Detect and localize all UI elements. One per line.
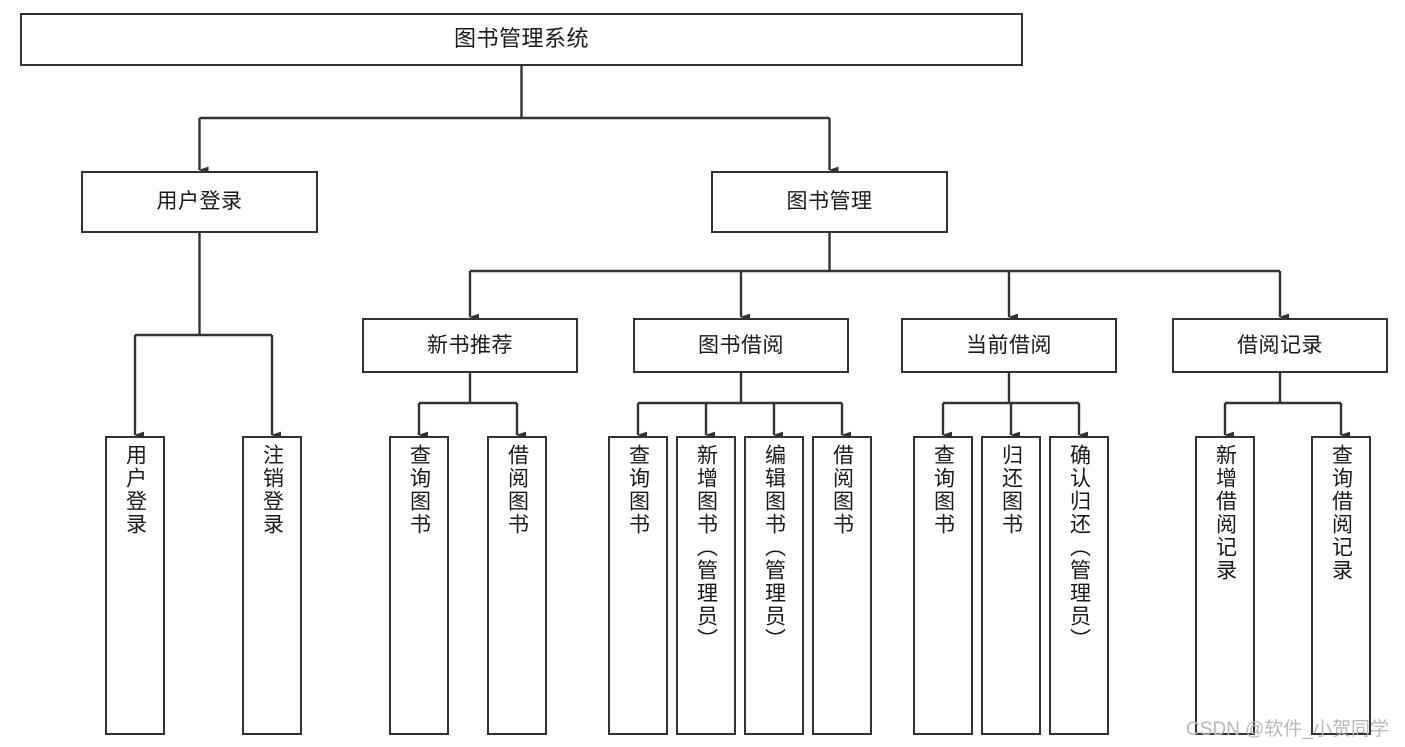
- node-label: 借阅记录: [1237, 333, 1323, 357]
- node-leaf-borrow-2[interactable]: 新增图书（管理员）: [676, 436, 736, 735]
- node-label: 查询图书: [407, 444, 431, 536]
- node-login[interactable]: 用户登录: [81, 171, 318, 233]
- node-leaf-new-2[interactable]: 借阅图书: [487, 436, 547, 735]
- node-leaf-login-1[interactable]: 用户登录: [105, 436, 165, 735]
- node-label: 借阅图书: [830, 444, 854, 536]
- node-label: 归还图书: [999, 444, 1023, 536]
- node-label: 查询图书: [931, 444, 955, 536]
- node-label: 图书管理: [786, 190, 873, 214]
- node-label: 图书借阅: [698, 333, 784, 357]
- node-label: 编辑图书（管理员）: [762, 444, 786, 651]
- node-label: 注销登录: [260, 444, 284, 536]
- node-leaf-cur-3[interactable]: 确认归还（管理员）: [1049, 436, 1109, 735]
- node-leaf-rec-1[interactable]: 新增借阅记录: [1195, 436, 1255, 735]
- node-leaf-login-2[interactable]: 注销登录: [242, 436, 302, 735]
- node-leaf-borrow-4[interactable]: 借阅图书: [812, 436, 872, 735]
- node-borrow[interactable]: 图书借阅: [633, 318, 849, 373]
- node-leaf-borrow-3[interactable]: 编辑图书（管理员）: [744, 436, 804, 735]
- node-label: 新增借阅记录: [1213, 444, 1237, 582]
- node-newbook[interactable]: 新书推荐: [362, 318, 578, 373]
- node-leaf-borrow-1[interactable]: 查询图书: [608, 436, 668, 735]
- node-current[interactable]: 当前借阅: [901, 318, 1117, 373]
- node-root[interactable]: 图书管理系统: [20, 13, 1023, 66]
- edges: [133, 66, 1350, 439]
- node-bookmgmt[interactable]: 图书管理: [711, 171, 948, 233]
- watermark: CSDN @软件_小贺同学: [1186, 719, 1389, 740]
- node-label: 查询图书: [626, 444, 650, 536]
- node-records[interactable]: 借阅记录: [1172, 318, 1388, 373]
- node-label: 当前借阅: [966, 333, 1052, 357]
- node-label: 图书管理系统: [453, 26, 589, 52]
- node-label: 查询借阅记录: [1329, 444, 1353, 582]
- node-label: 新增图书（管理员）: [694, 444, 718, 651]
- node-label: 借阅图书: [505, 444, 529, 536]
- node-leaf-rec-2[interactable]: 查询借阅记录: [1311, 436, 1371, 735]
- node-leaf-cur-2[interactable]: 归还图书: [981, 436, 1041, 735]
- node-leaf-cur-1[interactable]: 查询图书: [913, 436, 973, 735]
- node-label: 确认归还（管理员）: [1067, 444, 1091, 651]
- node-label: 用户登录: [156, 190, 243, 214]
- node-leaf-new-1[interactable]: 查询图书: [389, 436, 449, 735]
- node-label: 用户登录: [123, 444, 147, 536]
- node-label: 新书推荐: [427, 333, 513, 357]
